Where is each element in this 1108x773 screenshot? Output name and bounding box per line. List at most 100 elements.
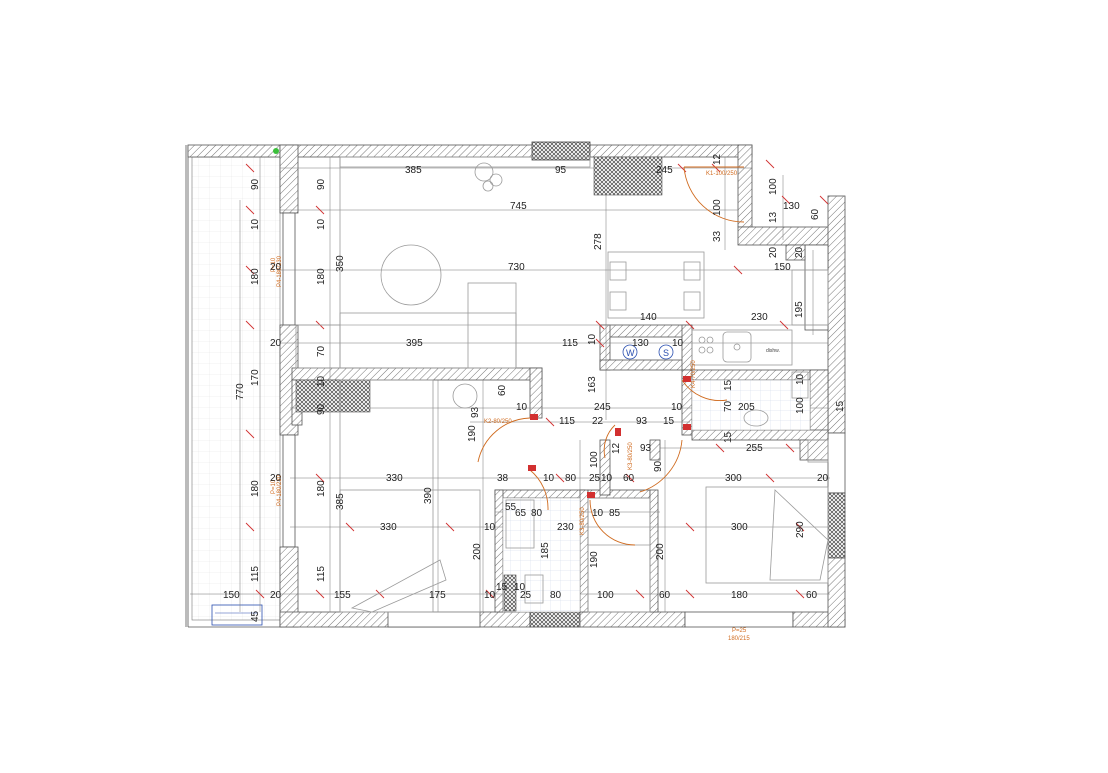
dim-770: 770 [235, 383, 246, 400]
dim-150b: 150 [223, 590, 240, 601]
dim-395: 395 [406, 338, 423, 349]
dim-245-top: 245 [656, 165, 673, 176]
dim-205: 205 [738, 402, 755, 413]
dim-93a: 93 [636, 416, 648, 427]
bed-right [705, 486, 829, 584]
dim-195: 195 [794, 301, 805, 318]
dim-300b: 300 [731, 522, 748, 533]
dim-180b: 180 [316, 268, 327, 285]
dim-185: 185 [540, 542, 551, 559]
dim-20a: 20 [270, 262, 282, 273]
dim-93b: 93 [640, 443, 652, 454]
dim-90b: 90 [316, 178, 327, 190]
dim-13: 13 [768, 211, 779, 223]
dishwasher-tag: dishw. [766, 348, 780, 354]
dim-80b: 80 [531, 508, 543, 519]
dim-90c: 90 [316, 403, 327, 415]
dim-230b: 230 [557, 522, 574, 533]
dim-93-door: 93 [470, 406, 481, 418]
dim-20-kitchen: 20 [794, 246, 805, 258]
dim-200b: 200 [655, 543, 666, 560]
window-label-p25-bot: 180/215 [728, 636, 750, 642]
dim-10a: 10 [250, 218, 261, 230]
dim-230a: 230 [751, 312, 768, 323]
dim-100c: 100 [795, 397, 806, 414]
dim-200a: 200 [472, 543, 483, 560]
dim-60c: 60 [623, 473, 635, 484]
dim-45: 45 [250, 610, 261, 622]
dim-180e: 180 [731, 590, 748, 601]
living-room-furniture: dishw. [295, 156, 829, 369]
dim-60d: 60 [659, 590, 671, 601]
dim-175: 175 [429, 590, 446, 601]
dryer-label: S [663, 348, 669, 358]
dim-330a: 330 [386, 473, 403, 484]
door-label-k2: K2-80/250 [484, 419, 512, 425]
dim-20f: 20 [270, 590, 282, 601]
closet [587, 497, 651, 613]
door-label-k3b: K3-80/250 [628, 442, 634, 470]
door-label-k4: K4-70/250 [691, 360, 697, 388]
dim-12: 12 [611, 442, 622, 454]
dim-100d: 100 [589, 451, 600, 468]
dim-15d: 15 [723, 431, 734, 443]
dim-70b: 70 [723, 400, 734, 412]
dim-80c: 80 [550, 590, 562, 601]
door-label-k3a: K3-80/250 [580, 507, 586, 535]
dim-90d: 90 [653, 460, 664, 472]
dim-390: 390 [423, 487, 434, 504]
dim-180d: 180 [316, 480, 327, 497]
dim-20c: 20 [270, 338, 282, 349]
dim-90a: 90 [250, 178, 261, 190]
dim-10c: 10 [587, 333, 598, 345]
dim-10d: 10 [672, 338, 684, 349]
dim-10-bath: 10 [795, 373, 806, 385]
dimension-labels: 385 95 245 745 130 730 150 140 230 395 1… [223, 165, 829, 601]
dim-115d: 115 [316, 566, 327, 582]
dim-10i: 10 [543, 473, 555, 484]
dim-80a: 80 [565, 473, 577, 484]
window-label-p10a-bot: P4-180/230 [277, 255, 283, 287]
dim-95: 95 [555, 165, 567, 176]
dim-180a: 180 [250, 268, 261, 285]
bedroom-furniture [295, 379, 829, 613]
dim-115b: 115 [559, 416, 575, 427]
dim-730: 730 [508, 262, 525, 273]
door-swings [477, 166, 745, 546]
dim-70a: 70 [316, 345, 327, 357]
dim-12-top: 12 [712, 153, 723, 165]
round-table [380, 244, 442, 306]
kitchen-counter [691, 329, 793, 366]
dim-100b: 100 [712, 199, 723, 216]
dim-15c: 15 [663, 416, 675, 427]
dim-150a: 150 [774, 262, 791, 273]
corner-marker-icon [273, 148, 279, 154]
dim-65: 65 [515, 508, 527, 519]
toilet-icon-2 [524, 574, 544, 604]
sink-icon [743, 409, 769, 427]
dim-10j: 10 [601, 473, 613, 484]
washer-icon [622, 344, 638, 360]
shower-icon [505, 499, 535, 549]
dim-278: 278 [593, 233, 604, 250]
dim-745: 745 [510, 201, 527, 212]
dim-180c: 180 [250, 480, 261, 497]
dim-22: 22 [592, 416, 604, 427]
dim-350: 350 [335, 255, 346, 272]
dimension-ticks [245, 159, 829, 599]
dim-10e: 10 [316, 375, 327, 387]
dim-300a: 300 [725, 473, 742, 484]
dim-10h: 10 [671, 402, 683, 413]
dim-25b: 25 [520, 590, 532, 601]
dim-115c: 115 [250, 566, 261, 582]
dim-140: 140 [640, 312, 657, 323]
toilet-icon [791, 371, 809, 399]
dim-15b: 15 [835, 400, 846, 412]
dim-38: 38 [497, 473, 509, 484]
dim-20b: 20 [768, 246, 779, 258]
dim-85: 85 [609, 508, 621, 519]
dim-190b: 190 [589, 551, 600, 568]
window-label-p10b-top: P=10 [271, 479, 277, 494]
dim-10b: 10 [316, 218, 327, 230]
dim-155: 155 [334, 590, 351, 601]
